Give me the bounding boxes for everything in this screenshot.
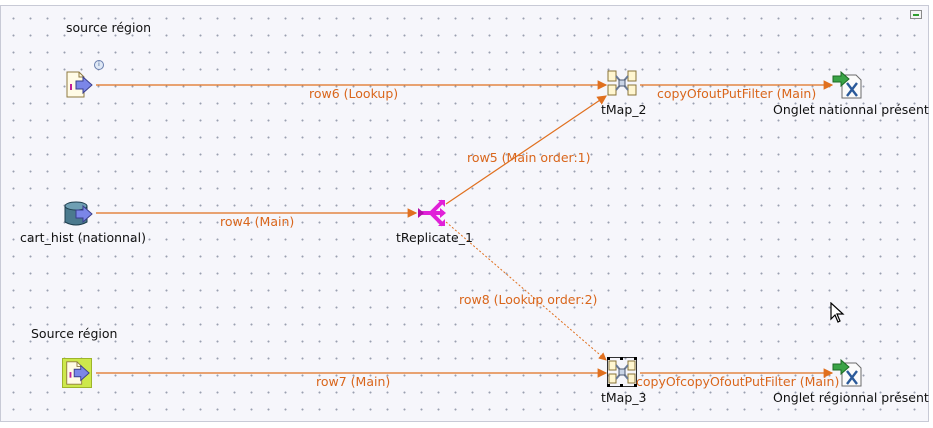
tmap-icon bbox=[607, 357, 637, 387]
minimize-button[interactable] bbox=[910, 10, 922, 19]
node-source-region-top[interactable] bbox=[64, 70, 94, 100]
node-tmap-2[interactable] bbox=[607, 69, 637, 99]
link-label-row5[interactable]: row5 (Main order:1) bbox=[467, 150, 591, 165]
group-label-source-region: source région bbox=[66, 20, 152, 35]
link-label-row6[interactable]: row6 (Lookup) bbox=[309, 86, 399, 101]
node-label-onglet-national: Onglet nationnal présent bbox=[773, 102, 929, 117]
node-label-tmap-2: tMap_2 bbox=[601, 102, 647, 117]
node-onglet-national[interactable] bbox=[832, 69, 862, 99]
group-label-source-region-bottom: Source région bbox=[31, 326, 118, 341]
link-label-copy-main[interactable]: copyOfoutPutFilter (Main) bbox=[657, 86, 817, 101]
link-row8[interactable] bbox=[445, 221, 607, 361]
job-designer-canvas[interactable] bbox=[0, 5, 929, 422]
file-input-icon bbox=[66, 71, 93, 98]
node-cart-hist[interactable] bbox=[64, 200, 94, 230]
replicate-icon bbox=[418, 199, 446, 227]
excel-output-icon bbox=[832, 70, 862, 99]
node-onglet-regional[interactable] bbox=[832, 357, 862, 387]
link-label-row8[interactable]: row8 (Lookup order:2) bbox=[459, 292, 598, 307]
db-input-icon bbox=[64, 201, 93, 226]
node-label-onglet-regional: Onglet régionnal présent bbox=[773, 390, 929, 405]
file-input-icon bbox=[66, 361, 90, 385]
node-label-treplicate: tReplicate_1 bbox=[396, 230, 473, 245]
mouse-cursor-icon bbox=[830, 302, 845, 323]
node-treplicate[interactable] bbox=[416, 198, 446, 228]
tmap-icon bbox=[607, 70, 637, 96]
link-row5[interactable] bbox=[445, 95, 607, 205]
node-source-region-bottom[interactable] bbox=[62, 358, 92, 388]
info-badge-icon: i bbox=[94, 60, 104, 70]
link-label-row4[interactable]: row4 (Main) bbox=[220, 214, 295, 229]
link-label-row7[interactable]: row7 (Main) bbox=[316, 374, 391, 389]
node-tmap-3[interactable] bbox=[607, 357, 637, 387]
link-label-copy-copy-main[interactable]: copyOfcopyOfoutPutFilter (Main) bbox=[636, 374, 840, 389]
excel-output-icon bbox=[832, 358, 862, 387]
node-label-cart-hist: cart_hist (nationnal) bbox=[20, 230, 146, 245]
node-label-tmap-3: tMap_3 bbox=[601, 390, 647, 405]
